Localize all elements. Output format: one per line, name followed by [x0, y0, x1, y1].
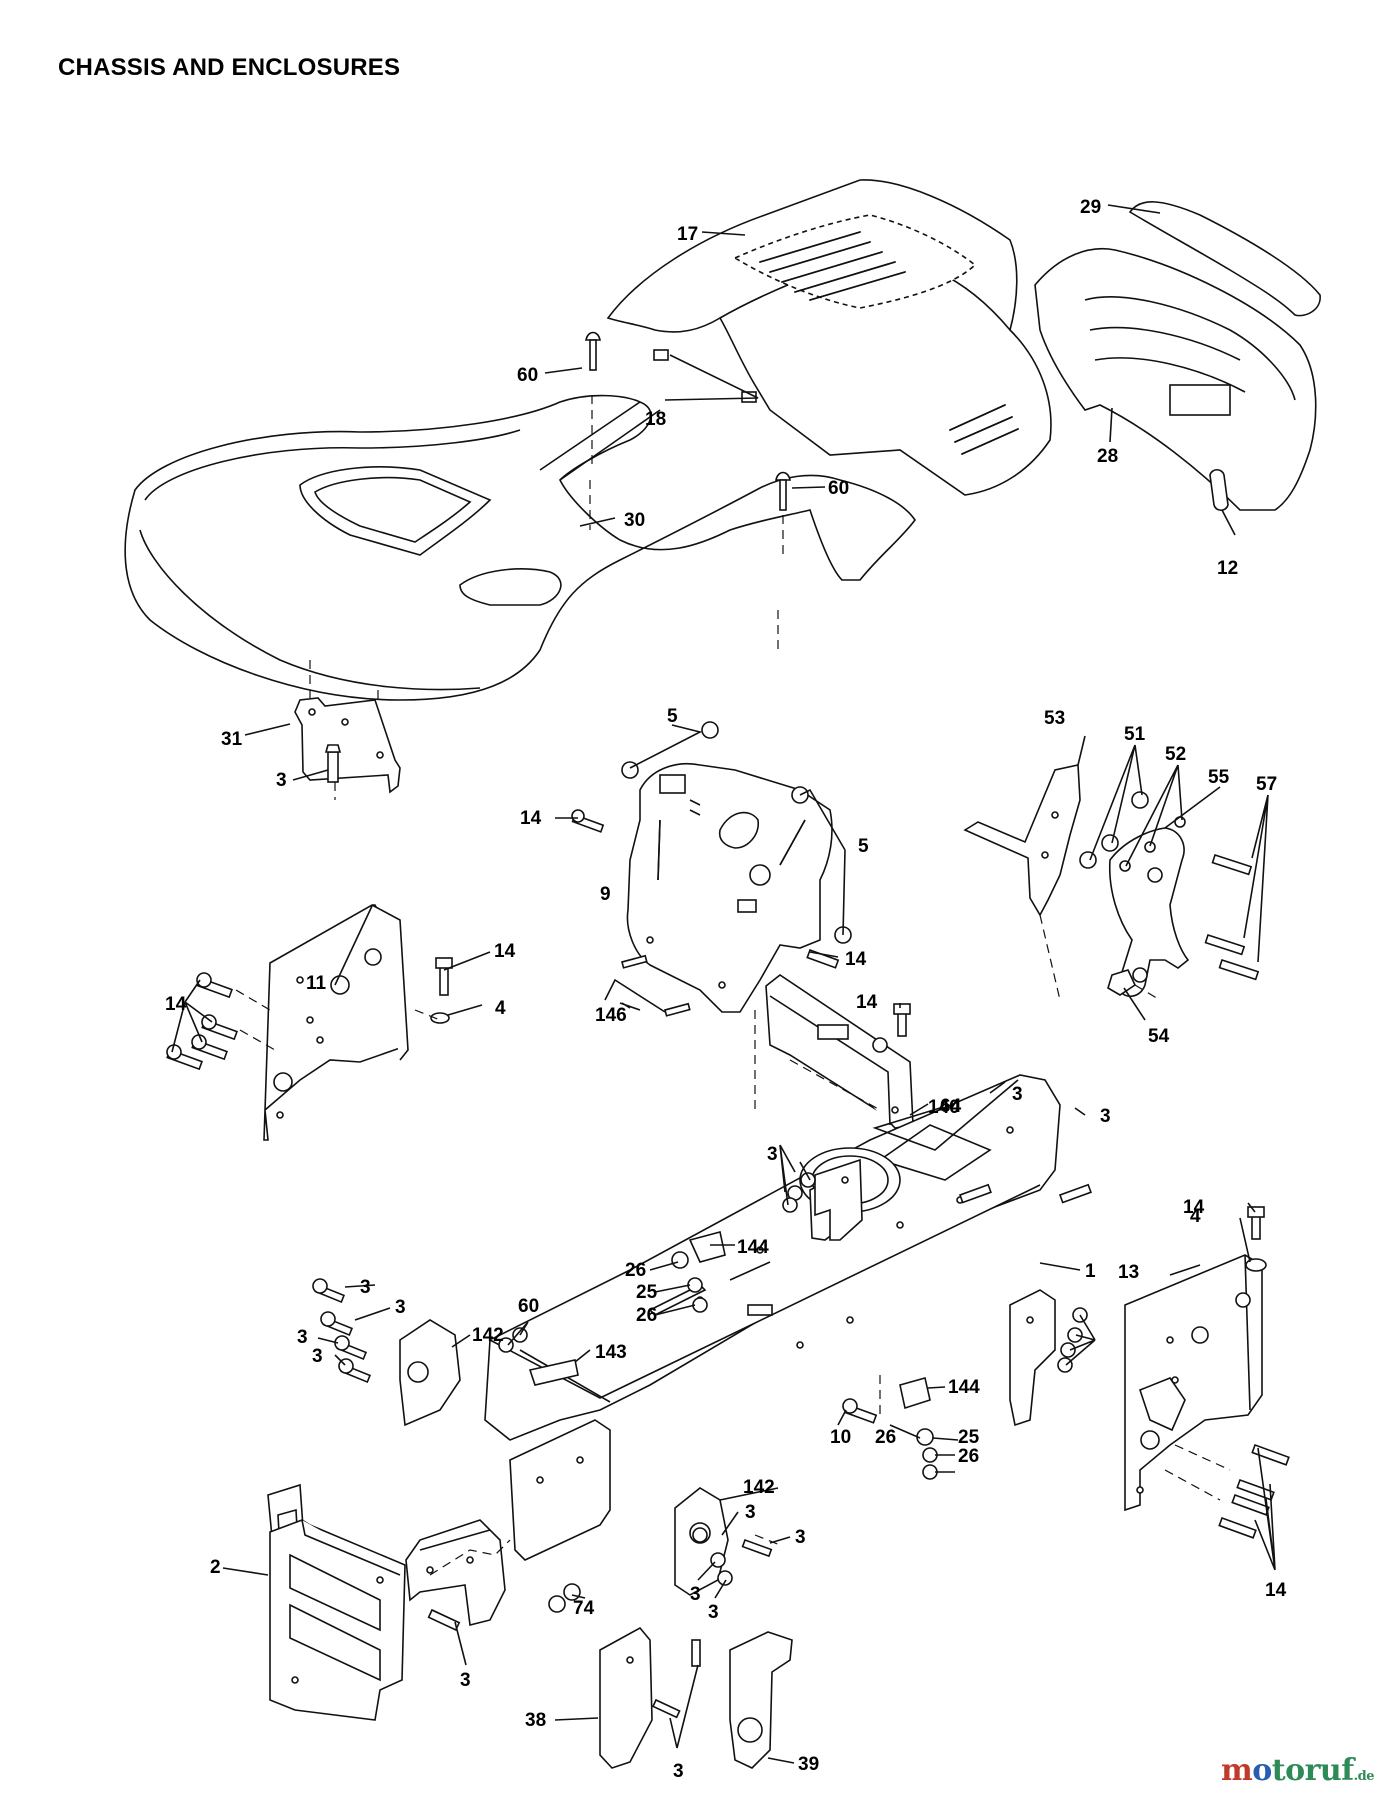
- part-side-plate-lower: [509, 1419, 611, 1561]
- part-hood: [606, 179, 1052, 496]
- callout-39: 39: [798, 1754, 819, 1775]
- callout-64: 64: [940, 1096, 962, 1117]
- callout-51: 51: [1124, 724, 1146, 745]
- callout-3-left-c: 3: [297, 1327, 308, 1348]
- callout-11: 11: [306, 973, 327, 994]
- part-mount-plate: [1108, 827, 1190, 998]
- callout-14-dash-lower: 14: [845, 949, 867, 970]
- part-bracket-39: [729, 1631, 793, 1769]
- assembly-lines: [235, 395, 1231, 1576]
- callout-26-top: 26: [625, 1260, 646, 1281]
- callout-26-mid: 26: [636, 1305, 657, 1326]
- callout-25-bottom: 25: [958, 1427, 980, 1448]
- part-fender-bracket: [294, 697, 401, 794]
- part-hitch-plate: [405, 1519, 506, 1626]
- part-bracket-38: [599, 1626, 653, 1769]
- callout-3-fender: 3: [276, 770, 287, 791]
- callout-26-bottom-b: 26: [958, 1446, 979, 1467]
- callout-4-right: 4: [1190, 1206, 1201, 1227]
- part-left-side-plate: [263, 904, 409, 1141]
- part-console-bracket: [765, 974, 914, 1129]
- callout-142-right: 142: [743, 1477, 775, 1498]
- callout-54: 54: [1148, 1026, 1170, 1047]
- callout-3-left-b: 3: [395, 1297, 406, 1318]
- callout-4-washer: 4: [495, 998, 506, 1019]
- part-fasteners: [166, 331, 1290, 1719]
- watermark-suffix: .de: [1353, 1769, 1375, 1784]
- callout-31: 31: [221, 729, 243, 750]
- callout-142-left: 142: [472, 1325, 504, 1346]
- part-right-mount: [1009, 1289, 1056, 1427]
- callout-57: 57: [1256, 774, 1277, 795]
- callout-28: 28: [1097, 446, 1118, 467]
- callout-144-top: 144: [737, 1237, 769, 1258]
- part-seat-bracket: [963, 764, 1081, 917]
- callout-3-top-right: 3: [1012, 1084, 1023, 1105]
- callout-13: 13: [1118, 1262, 1139, 1283]
- part-fender: [124, 394, 916, 701]
- callout-14-right: 14: [1183, 1197, 1205, 1218]
- callout-38: 38: [525, 1710, 546, 1731]
- callout-52: 52: [1165, 744, 1186, 765]
- callout-140: 140: [928, 1097, 960, 1118]
- callout-1: 1: [1085, 1261, 1096, 1282]
- callout-5-top: 5: [667, 706, 678, 727]
- callout-14-bracket: 14: [856, 992, 878, 1013]
- part-dash-panel: [626, 763, 833, 1013]
- callout-18: 18: [645, 409, 666, 430]
- callout-53: 53: [1044, 708, 1065, 729]
- callout-3-frame-a: 3: [745, 1502, 756, 1523]
- part-right-side-plate: [1124, 1254, 1263, 1512]
- callout-74: 74: [573, 1598, 595, 1619]
- callout-14-left-group: 14: [165, 994, 187, 1015]
- leader-lines: [171, 204, 1276, 1764]
- callout-14-bottom-right: 14: [1265, 1580, 1287, 1601]
- callout-3-front-plate: 3: [460, 1670, 471, 1691]
- watermark-brand: motoruf: [1220, 1753, 1354, 1788]
- part-bracket-142-left: [399, 1319, 461, 1427]
- callout-10: 10: [830, 1427, 851, 1448]
- callout-3-left-d: 3: [312, 1346, 323, 1367]
- callout-60-frame: 60: [518, 1296, 539, 1317]
- callout-3-frame-b: 3: [795, 1527, 806, 1548]
- callout-3-right-mid: 3: [1100, 1106, 1111, 1127]
- callout-14-dash: 14: [520, 808, 542, 829]
- part-grille-trim: [1128, 201, 1321, 317]
- callout-labels: 17 29 60 18 28 60 30 12 31 3 5 53 51 52 …: [165, 197, 1287, 1782]
- callout-25-top: 25: [636, 1282, 658, 1303]
- callout-3-frame-d: 3: [708, 1602, 719, 1623]
- callout-55: 55: [1208, 767, 1230, 788]
- callout-3-bottom: 3: [673, 1761, 684, 1782]
- part-front-plate: [269, 1519, 406, 1721]
- callout-146: 146: [595, 1005, 627, 1026]
- callout-60-top: 60: [517, 365, 538, 386]
- watermark-logo: motoruf.de: [1220, 1753, 1375, 1788]
- page-title: CHASSIS AND ENCLOSURES: [58, 54, 401, 81]
- callout-2: 2: [210, 1557, 221, 1578]
- callout-29: 29: [1080, 197, 1101, 218]
- callout-3-frame-c: 3: [690, 1584, 701, 1605]
- callout-14-bolt: 14: [494, 941, 516, 962]
- callout-30: 30: [624, 510, 645, 531]
- callout-60-mid: 60: [828, 478, 849, 499]
- callout-144-bottom: 144: [948, 1377, 980, 1398]
- callout-17: 17: [677, 224, 698, 245]
- callout-12: 12: [1217, 558, 1238, 579]
- callout-3-left-a: 3: [360, 1277, 371, 1298]
- callout-5-right: 5: [858, 836, 869, 857]
- callout-143: 143: [595, 1342, 627, 1363]
- callout-3-top-left: 3: [767, 1144, 778, 1165]
- part-grille: [1034, 248, 1317, 511]
- part-bracket-140: [814, 1158, 863, 1241]
- callout-26-bottom-a: 26: [875, 1427, 896, 1448]
- callout-9: 9: [600, 884, 611, 905]
- part-latch: [1209, 468, 1229, 512]
